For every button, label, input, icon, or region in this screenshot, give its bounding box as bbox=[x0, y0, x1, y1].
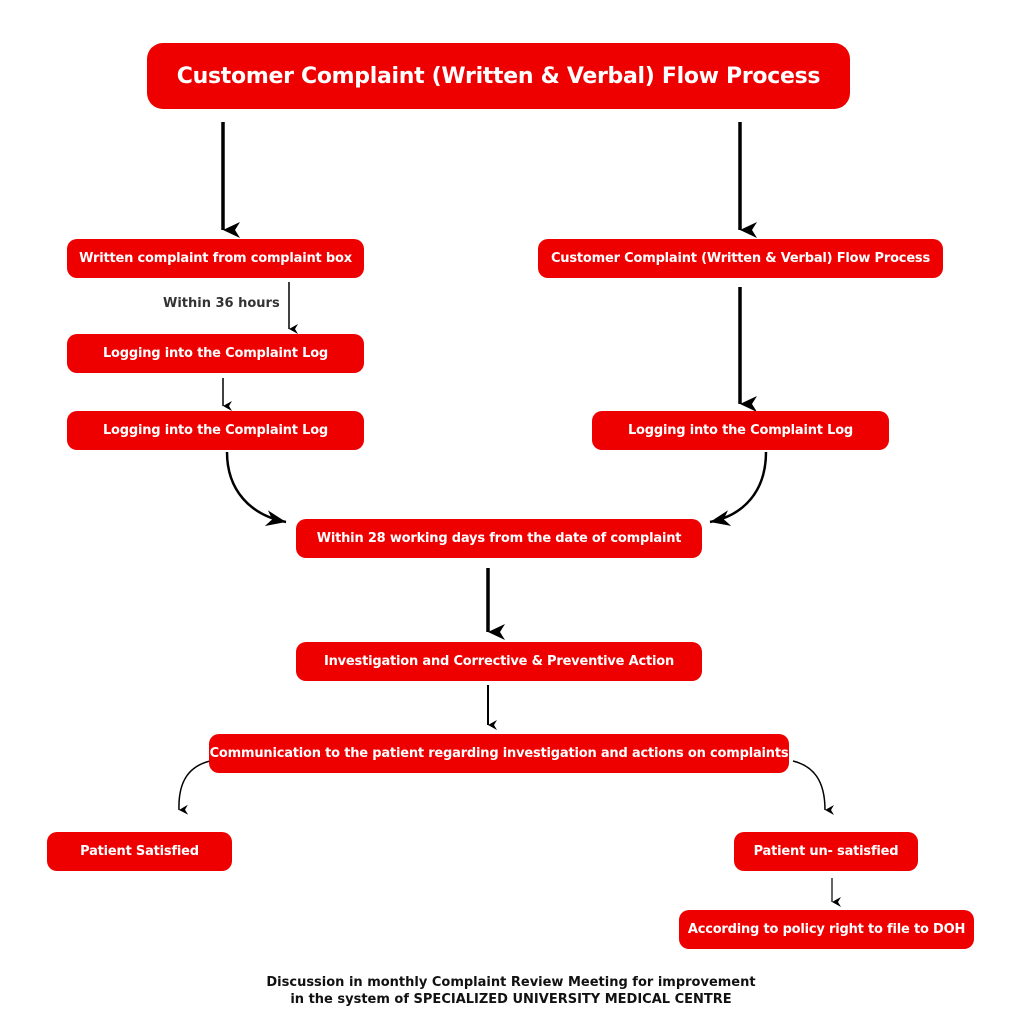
node-verbal-branch: Customer Complaint (Written & Verbal) Fl… bbox=[538, 239, 943, 278]
node-written-complaint: Written complaint from complaint box bbox=[67, 239, 364, 278]
label-within-36-hours: Within 36 hours bbox=[163, 296, 280, 311]
node-patient-satisfied: Patient Satisfied bbox=[47, 832, 232, 871]
node-log-right: Logging into the Complaint Log bbox=[592, 411, 889, 450]
node-investigation: Investigation and Corrective & Preventiv… bbox=[296, 642, 702, 681]
node-within-28-days: Within 28 working days from the date of … bbox=[296, 519, 702, 558]
arrow-communication-to-satisfied bbox=[178, 760, 211, 815]
flow-title: Customer Complaint (Written & Verbal) Fl… bbox=[147, 43, 850, 109]
arrow-log2-to-28days bbox=[225, 451, 287, 527]
footer-line-2: in the system of SPECIALIZED UNIVERSITY … bbox=[290, 992, 732, 1007]
node-file-to-doh: According to policy right to file to DOH bbox=[679, 910, 974, 949]
node-communication: Communication to the patient regarding i… bbox=[209, 734, 789, 773]
node-log-left-1: Logging into the Complaint Log bbox=[67, 334, 364, 373]
node-patient-unsatisfied: Patient un- satisfied bbox=[734, 832, 918, 871]
arrow-communication-to-unsatisfied bbox=[792, 760, 835, 815]
footer-line-1: Discussion in monthly Complaint Review M… bbox=[266, 975, 756, 990]
arrow-log-right-to-28days bbox=[709, 451, 768, 526]
node-log-left-2: Logging into the Complaint Log bbox=[67, 411, 364, 450]
footer-note: Discussion in monthly Complaint Review M… bbox=[0, 974, 1022, 1008]
